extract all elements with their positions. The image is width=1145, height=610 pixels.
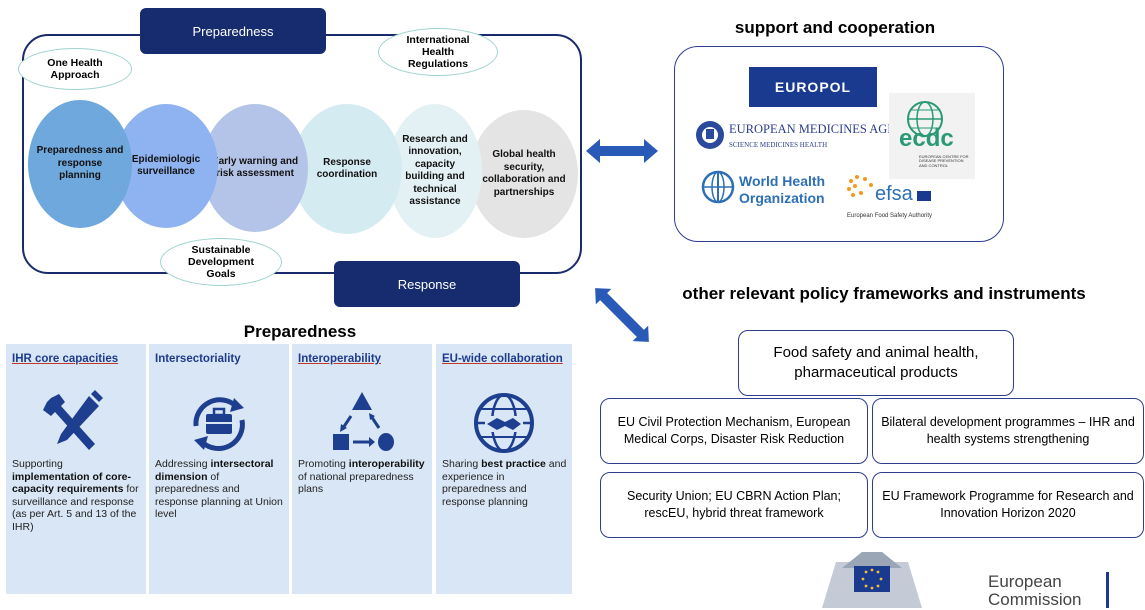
stage-preparedness-planning: Preparedness and response planning [28,100,132,228]
column-heading: EU-wide collaboration [442,353,563,365]
stage-research-label: Research and innovation, capacity buildi… [402,133,468,208]
column-description: Promoting interoperability of national p… [298,458,425,496]
sdg-ellipse: Sustainable Development Goals [160,238,282,286]
stage-early-warning: Early warning and risk assessment [202,104,308,232]
preparedness-tab-label: Preparedness [192,23,274,39]
efsa-subtitle: European Food Safety Authority [847,213,933,219]
efsa-dots-icon [847,175,873,197]
stage-preparedness-planning-label: Preparedness and response planning [36,145,124,182]
column-description: Sharing best practice and experience in … [442,458,567,508]
commission-name-line1: European [988,572,1062,591]
double-arrow-horizontal-icon [586,139,658,163]
double-arrow-diagonal-icon [595,288,649,342]
column-heading: IHR core capacities [12,353,119,365]
ecdc-logo: ecdc EUROPEAN CENTRE FOR DISEASE PREVENT… [889,93,975,179]
who-emblem-icon [701,170,735,204]
policy-box-security-union: Security Union; EU CBRN Action Plan; res… [600,472,868,538]
stage-global-health: Global health security, collaboration an… [470,110,578,238]
stage-global-health-label: Global health security, collaboration an… [482,149,566,198]
efsa-eu-flag-icon [917,191,931,201]
column-intersectoriality: Intersectoriality Addressing intersector… [149,344,289,594]
policy-box-bilateral-label: Bilateral development programmes – IHR a… [881,415,1135,446]
wrench-pencil-icon [43,390,103,450]
policy-top-box-label: Food safety and animal health, pharmaceu… [773,343,979,381]
commission-building-icon [822,552,922,608]
globe-handshake-icon [474,393,534,453]
stage-early-warning-label: Early warning and risk assessment [211,155,299,180]
europol-label: EUROPOL [774,79,852,95]
stage-response-coordination-label: Response coordination [316,156,378,181]
ihr-ellipse: International Health Regulations [378,28,498,76]
ihr-label: International Health Regulations [406,33,470,71]
policy-box-horizon: EU Framework Programme for Research and … [872,472,1144,538]
support-box: EUROPOL EUROPEAN MEDICINES AGENCY SCIENC… [674,46,1004,242]
response-tab-label: Response [397,276,457,292]
policy-box-civil-protection-label: EU Civil Protection Mechanism, European … [617,415,851,446]
efsa-logo: efsa European Food Safety Authority [845,173,955,227]
who-name-line1: World Health [739,173,826,189]
briefcase-cycle-icon [193,397,245,451]
column-heading: Intersectoriality [155,353,241,365]
europol-logo: EUROPOL [749,67,877,107]
policy-top-box: Food safety and animal health, pharmaceu… [738,330,1014,396]
ema-emblem-icon [696,121,724,149]
sdg-label: Sustainable Development Goals [188,243,254,281]
column-heading: Interoperability [298,353,382,365]
ema-tagline: SCIENCE MEDICINES HEALTH [729,141,828,149]
policy-box-civil-protection: EU Civil Protection Mechanism, European … [600,398,868,464]
policy-box-horizon-label: EU Framework Programme for Research and … [882,489,1134,520]
column-ihr-core-capacities: IHR core capacities Supporting implement… [6,344,146,594]
one-health-label: One Health Approach [47,56,103,81]
commission-divider [1106,572,1109,608]
stage-surveillance-label: Epidemiologic surveillance [131,153,201,178]
stage-research: Research and innovation, capacity buildi… [388,104,482,238]
who-name-line2: Organization [739,190,825,206]
ecdc-subtitle: EUROPEAN CENTRE FOR DISEASE PREVENTION A… [919,154,969,168]
support-title: support and cooperation [734,18,936,37]
shapes-flow-icon [333,392,394,451]
column-description: Supporting implementation of core-capaci… [12,458,139,533]
stage-response-coordination: Response coordination [292,104,402,234]
ecdc-globe-icon [907,101,943,137]
commission-name-line2: Commission [988,590,1082,609]
policy-title: other relevant policy frameworks and ins… [682,284,1086,303]
policy-box-security-union-label: Security Union; EU CBRN Action Plan; res… [627,489,841,520]
ema-name: EUROPEAN MEDICINES AGENCY [729,122,922,136]
ecdc-wordmark: ecdc [899,125,954,152]
response-tab: Response [334,261,520,307]
who-logo: World Health Organization [701,169,841,211]
european-commission-logo: European Commission [822,548,1112,609]
preparedness-tab: Preparedness [140,8,326,54]
one-health-ellipse: One Health Approach [18,48,132,90]
column-eu-wide-collaboration: EU-wide collaboration Sharing best pract… [436,344,572,594]
ema-logo: EUROPEAN MEDICINES AGENCY SCIENCE MEDICI… [695,117,921,161]
column-interoperability: Interoperability Promoting interoperabil… [292,344,432,594]
efsa-wordmark: efsa [875,183,913,205]
preparedness-title: Preparedness [243,322,357,341]
policy-box-bilateral: Bilateral development programmes – IHR a… [872,398,1144,464]
column-description: Addressing intersectoral dimension of pr… [155,458,283,521]
